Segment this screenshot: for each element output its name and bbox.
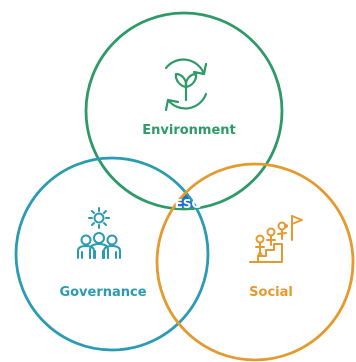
social-circle xyxy=(155,162,355,362)
governance-circle xyxy=(14,156,210,352)
environment-circle xyxy=(84,11,284,211)
recycle-plant-icon xyxy=(164,58,208,112)
environment-label: Environment xyxy=(142,123,236,138)
people-gear-icon xyxy=(77,207,121,259)
governance-label: Governance xyxy=(59,285,146,300)
esg-center-label: ESG xyxy=(175,197,202,211)
team-climbing-flag-icon xyxy=(249,215,303,263)
social-label: Social xyxy=(249,285,293,300)
